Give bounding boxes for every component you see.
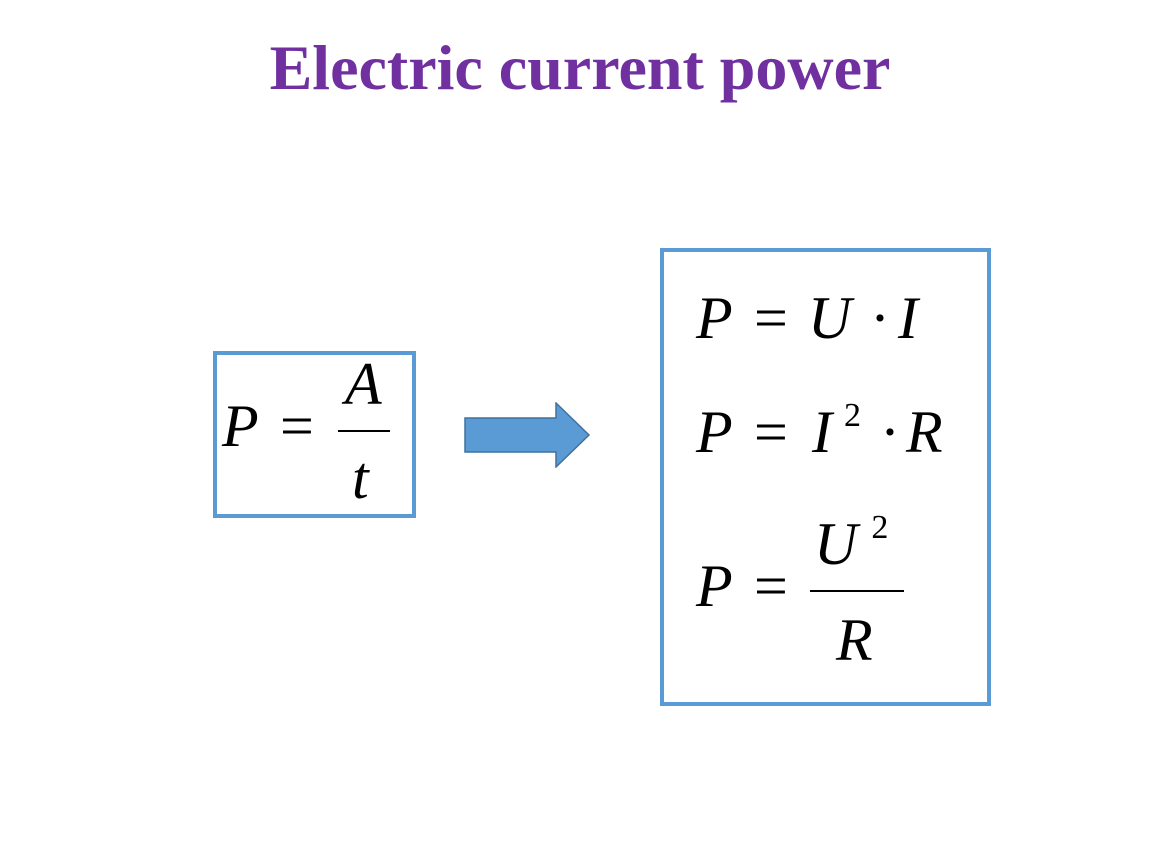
formula1-current: I [898,285,918,351]
formula2-lhs: P [696,399,733,465]
derived-formulas-box [660,248,991,706]
left-formula-denominator: t [352,445,369,511]
left-formula-lhs: P [222,393,259,459]
formula2-exponent: 2 [843,397,861,434]
left-formula-equals: = [280,393,314,459]
right-arrow-icon [464,402,591,468]
formula1-equals: = [754,285,788,351]
slide-title: Electric current power [269,32,891,103]
formula1-dot: · [870,285,890,351]
formula3-numerator-letter: U [814,511,858,577]
formula3-equals: = [754,553,788,619]
formula1-lhs: P [696,285,733,351]
formula2-dot: · [880,399,900,465]
formula3-fraction-line [810,590,904,592]
formula2-resistance: R [906,399,943,465]
formula1-voltage: U [808,285,852,351]
formula2-equals: = [754,399,788,465]
formula2-current-letter: I [812,399,832,465]
left-formula-numerator: A [345,351,382,417]
formula3-exponent: 2 [871,509,889,546]
formula3-lhs: P [696,553,733,619]
left-formula-fraction-line [338,430,390,432]
formula3-denominator: R [836,607,873,673]
definition-formula-box [213,351,416,518]
